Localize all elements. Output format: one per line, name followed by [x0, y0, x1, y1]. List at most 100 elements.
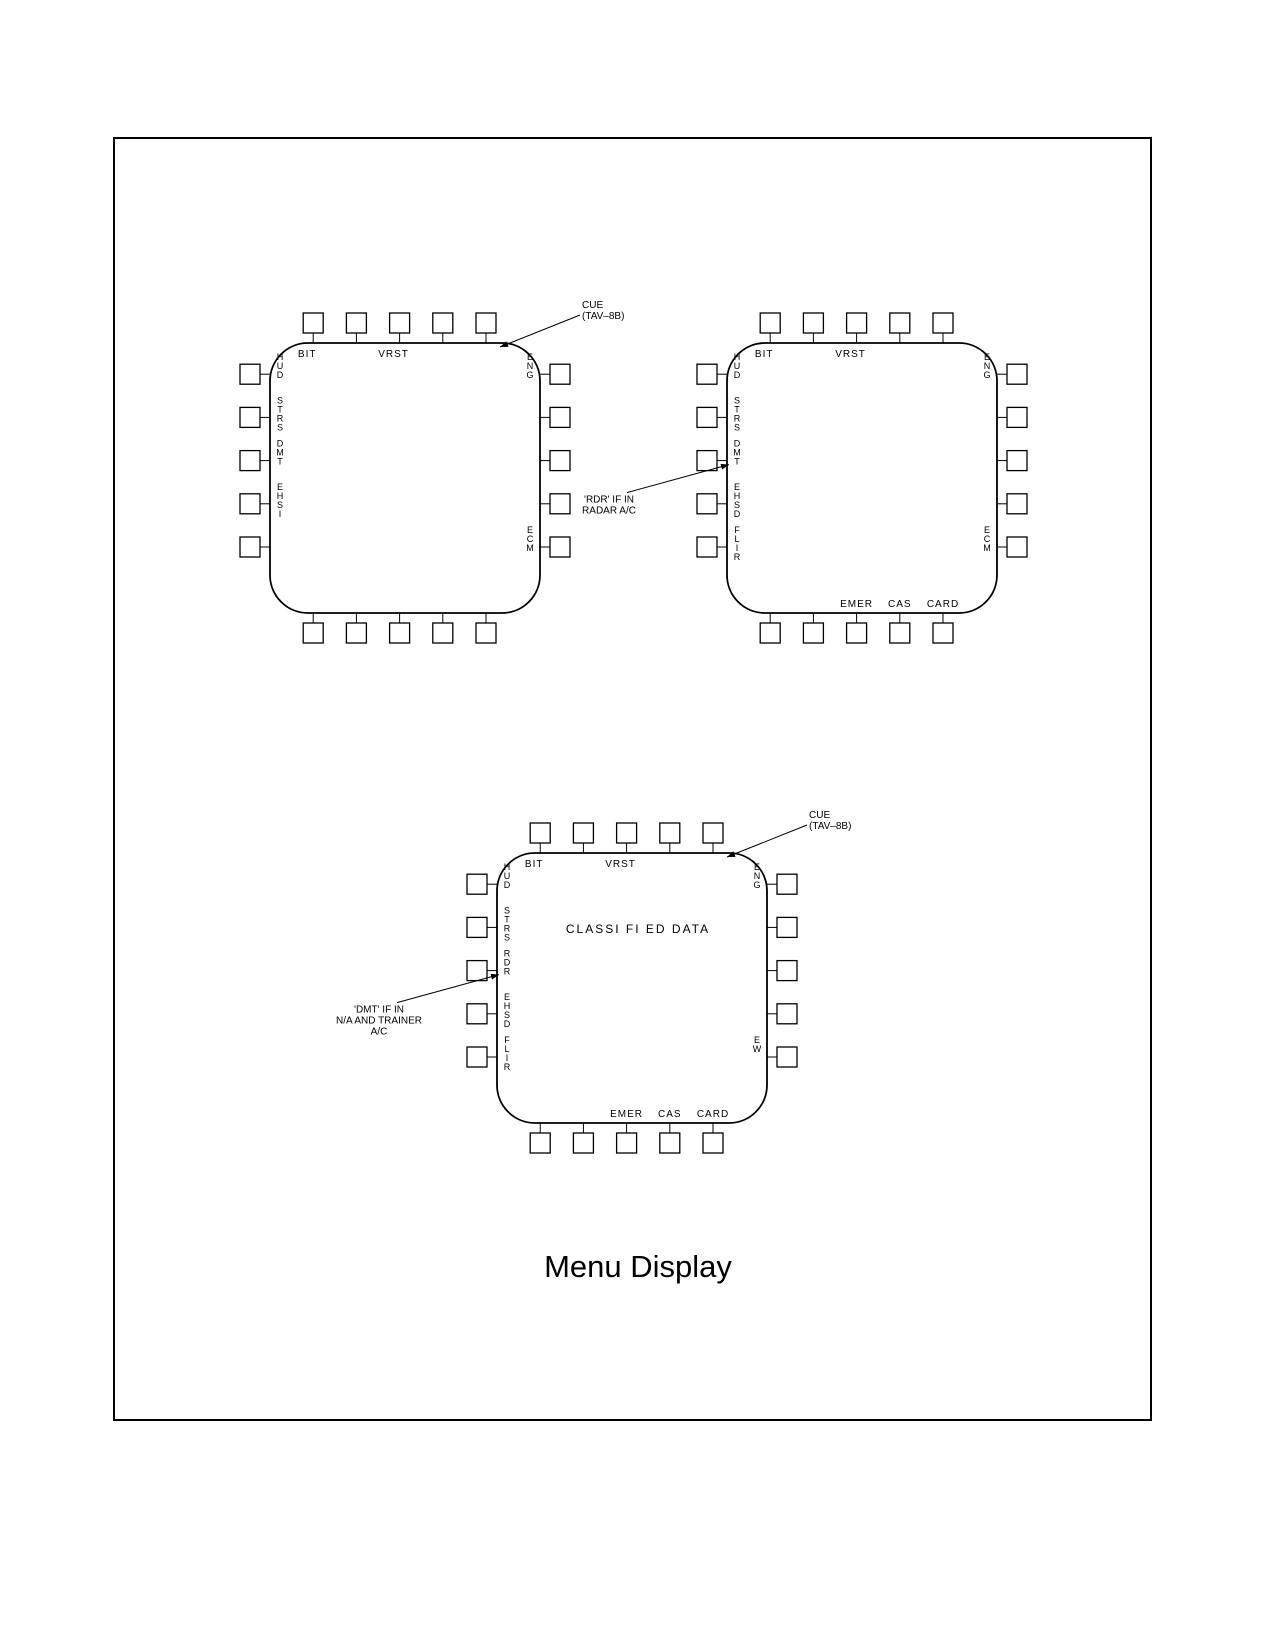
- annotation-line: N/A AND TRAINER: [336, 1016, 422, 1027]
- right-pushbutton-5: [1006, 536, 1028, 558]
- page-frame: [113, 137, 1152, 1421]
- bottom-pushbutton-2: [345, 622, 368, 644]
- right-pushbutton-1: [549, 363, 571, 385]
- top-pushbutton-2: [572, 822, 595, 844]
- mfd-screen: [269, 342, 541, 614]
- annotation-line: 'DMT' IF IN: [354, 1005, 404, 1016]
- right-pushbutton-1: [1006, 363, 1028, 385]
- arrowhead-icon: [727, 851, 736, 857]
- annotation-arrow: [396, 974, 500, 1004]
- top-pushbutton-5: [932, 312, 954, 334]
- mfd-screen: [496, 852, 768, 1124]
- arrowhead-icon: [720, 463, 729, 470]
- bottom-label-4: CAS: [658, 1109, 682, 1120]
- bottom-label-3: EMER: [840, 599, 873, 610]
- figure-caption: Menu Display: [544, 1249, 732, 1284]
- bottom-pushbutton-5: [932, 622, 954, 644]
- bottom-label-3: EMER: [610, 1109, 643, 1120]
- top-pushbutton-3: [845, 312, 868, 334]
- bottom-label-4: CAS: [888, 599, 912, 610]
- top-pushbutton-3: [388, 312, 411, 334]
- right-pushbutton-5: [549, 536, 571, 558]
- bottom-pushbutton-3: [615, 1132, 638, 1154]
- bottom-pushbutton-4: [432, 622, 454, 644]
- bottom-pushbutton-1: [302, 622, 324, 644]
- bottom-pushbutton-3: [845, 622, 868, 644]
- right-pushbutton-4: [776, 1003, 798, 1025]
- right-pushbutton-3: [549, 449, 571, 472]
- bottom-label-5: CARD: [697, 1109, 729, 1120]
- left-pushbutton-2: [466, 916, 488, 939]
- annotation-arrow: [726, 824, 808, 858]
- annotation-arrow: [499, 314, 581, 348]
- top-pushbutton-4: [889, 312, 911, 334]
- left-pushbutton-1: [239, 363, 261, 385]
- left-pushbutton-3: [239, 449, 261, 472]
- bottom-pushbutton-4: [889, 622, 911, 644]
- mfd-screen: [726, 342, 998, 614]
- top-label-3: VRST: [378, 349, 409, 360]
- top-label-1: BIT: [298, 349, 317, 360]
- left-pushbutton-5: [239, 536, 261, 558]
- left-pushbutton-3: [466, 959, 488, 982]
- arrowhead-icon: [500, 341, 509, 347]
- left-pushbutton-2: [696, 406, 718, 429]
- top-pushbutton-1: [529, 822, 551, 844]
- annotation-arrow: [626, 464, 730, 494]
- top-pushbutton-5: [475, 312, 497, 334]
- bottom-pushbutton-3: [388, 622, 411, 644]
- top-pushbutton-3: [615, 822, 638, 844]
- annotation-line: RADAR A/C: [582, 506, 636, 517]
- left-pushbutton-2: [239, 406, 261, 429]
- right-pushbutton-2: [549, 406, 571, 429]
- top-pushbutton-4: [659, 822, 681, 844]
- top-pushbutton-1: [302, 312, 324, 334]
- top-pushbutton-1: [759, 312, 781, 334]
- left-pushbutton-5: [466, 1046, 488, 1068]
- bottom-pushbutton-4: [659, 1132, 681, 1154]
- annotation-line: 'RDR' IF IN: [584, 495, 634, 506]
- right-pushbutton-3: [776, 959, 798, 982]
- bottom-pushbutton-5: [475, 622, 497, 644]
- top-pushbutton-5: [702, 822, 724, 844]
- right-pushbutton-3: [1006, 449, 1028, 472]
- bottom-pushbutton-5: [702, 1132, 724, 1154]
- left-pushbutton-3: [696, 449, 718, 472]
- top-pushbutton-2: [802, 312, 825, 334]
- arrowhead-icon: [490, 973, 499, 980]
- annotation-line: A/C: [371, 1027, 388, 1038]
- bottom-pushbutton-1: [529, 1132, 551, 1154]
- bottom-label-5: CARD: [927, 599, 959, 610]
- annotation-line: CUE: [809, 810, 830, 821]
- bottom-pushbutton-2: [572, 1132, 595, 1154]
- annotation-line: (TAV–8B): [582, 311, 624, 322]
- top-label-1: BIT: [525, 859, 544, 870]
- top-pushbutton-4: [432, 312, 454, 334]
- right-pushbutton-2: [1006, 406, 1028, 429]
- left-pushbutton-4: [466, 1003, 488, 1025]
- right-pushbutton-4: [549, 493, 571, 515]
- top-label-3: VRST: [835, 349, 866, 360]
- left-pushbutton-4: [696, 493, 718, 515]
- left-pushbutton-4: [239, 493, 261, 515]
- top-label-3: VRST: [605, 859, 636, 870]
- annotation-line: (TAV–8B): [809, 821, 851, 832]
